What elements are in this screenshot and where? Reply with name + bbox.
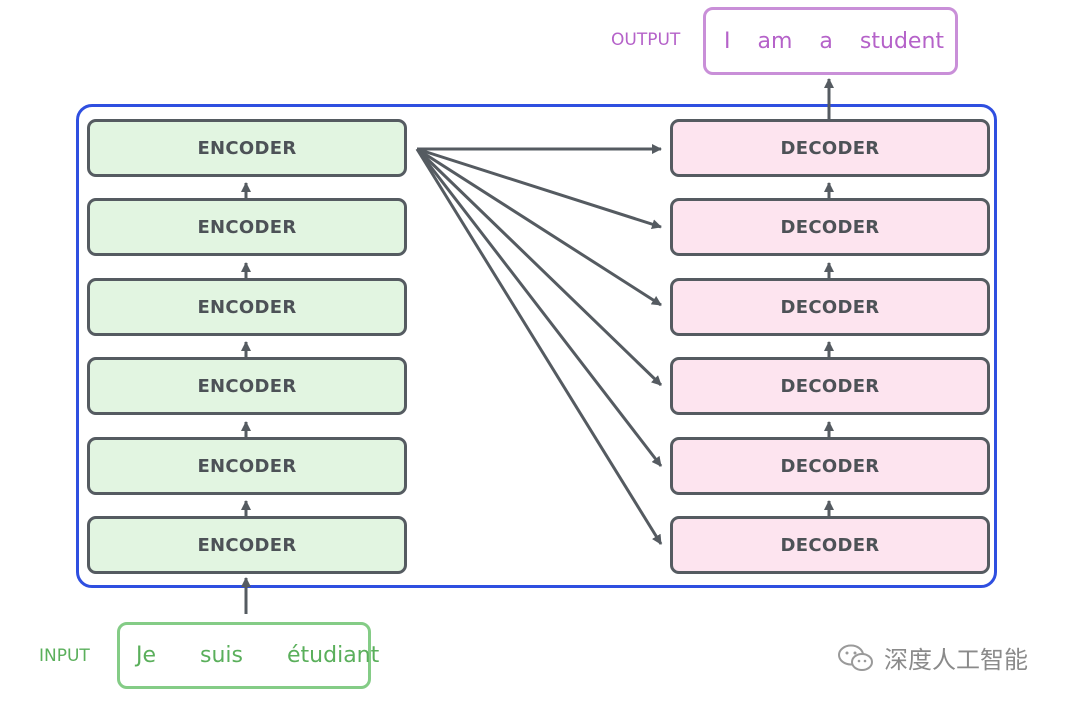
input-word: étudiant: [287, 643, 380, 668]
input-sentence-box: Je suis étudiant: [117, 622, 379, 689]
encoder-block: ENCODER: [87, 516, 407, 574]
input-label: INPUT: [39, 646, 90, 666]
encoder-to-decoder-arrow: [416, 147, 662, 230]
encoder-to-decoder-arrow: [416, 147, 662, 307]
decoder-block: DECODER: [670, 357, 990, 415]
wechat-icon: [838, 644, 873, 671]
encoder-to-decoder-arrow: [415, 148, 663, 467]
encoder-block: ENCODER: [87, 198, 407, 256]
input-word: suis: [200, 643, 244, 668]
output-sentence-box: I am a student: [703, 7, 958, 75]
output-word: a: [819, 28, 833, 54]
watermark: 深度人工智能: [836, 640, 1028, 675]
watermark-text: 深度人工智能: [884, 646, 1028, 674]
output-word: am: [757, 28, 793, 54]
encoder-block: ENCODER: [87, 278, 407, 336]
output-word: I: [724, 28, 731, 54]
output-label: OUTPUT: [611, 30, 681, 50]
decoder-block: DECODER: [670, 516, 990, 574]
input-word: Je: [136, 643, 157, 668]
decoder-block: DECODER: [670, 437, 990, 495]
encoder-decoder-stack-frame: [76, 104, 997, 588]
decoder-block: DECODER: [670, 278, 990, 336]
output-word: student: [859, 28, 945, 54]
encoder-to-decoder-arrow: [415, 147, 663, 387]
encoder-block: ENCODER: [87, 437, 407, 495]
encoder-block: ENCODER: [87, 357, 407, 415]
decoder-block: DECODER: [670, 119, 990, 177]
decoder-block: DECODER: [670, 198, 990, 256]
encoder-to-decoder-arrow: [415, 148, 663, 545]
encoder-block: ENCODER: [87, 119, 407, 177]
